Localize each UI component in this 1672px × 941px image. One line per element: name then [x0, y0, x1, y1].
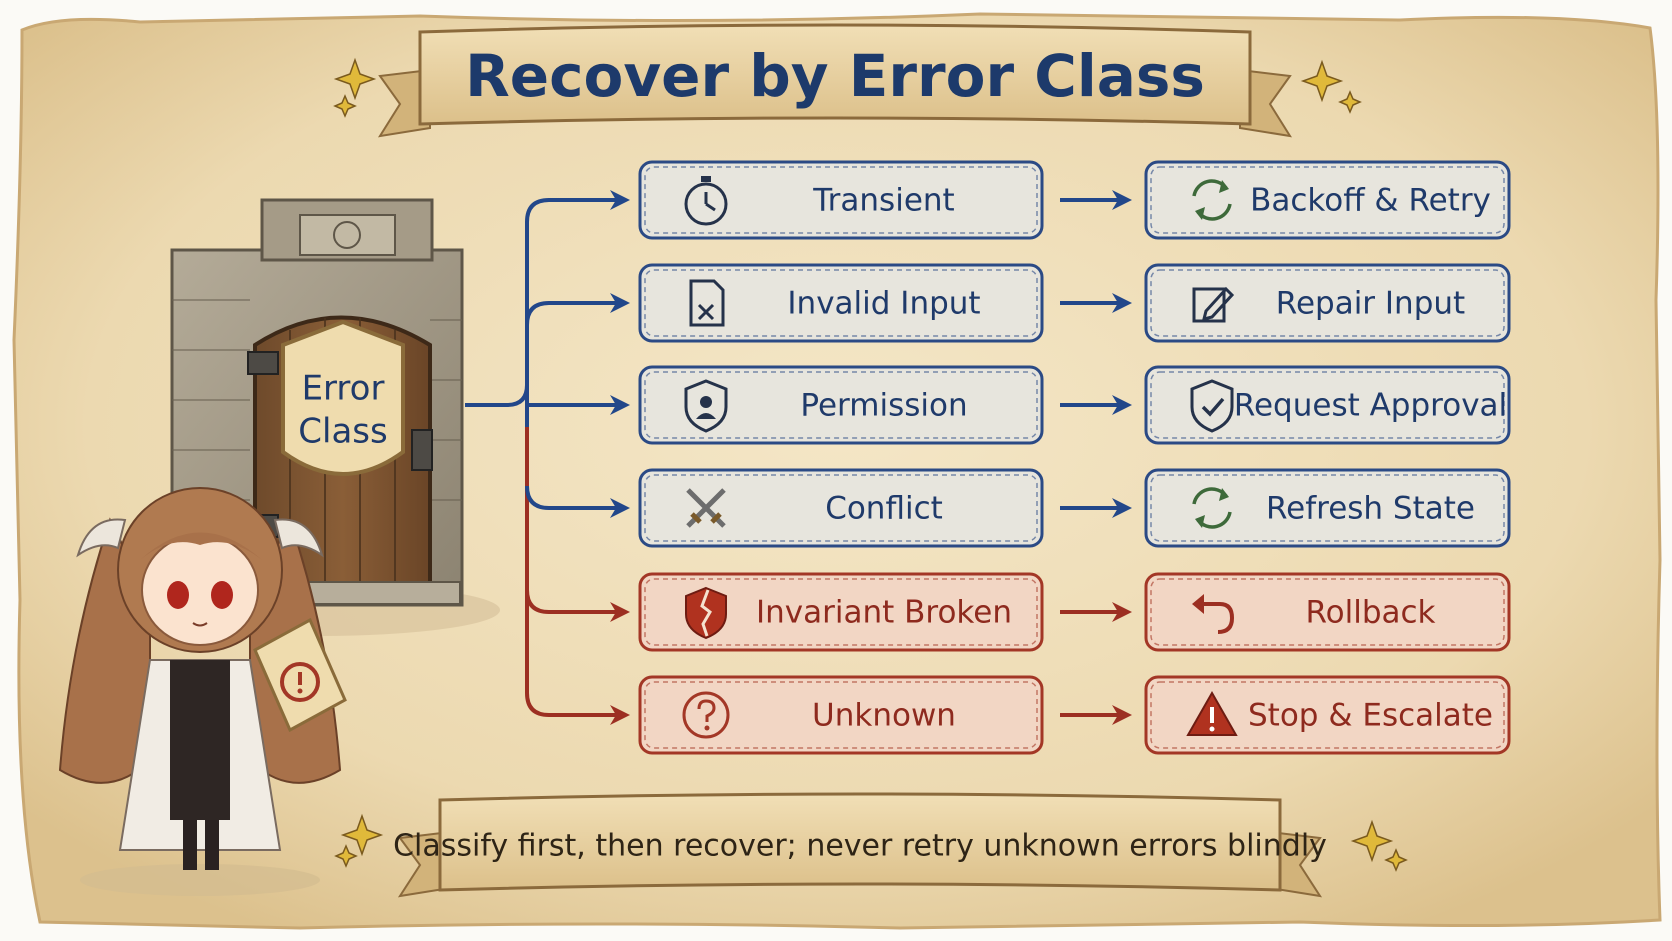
error-class-node-1: Invalid Input	[638, 263, 1044, 343]
recovery-action-node-4: Rollback	[1144, 572, 1511, 652]
error-class-node-1-label: Invalid Input	[787, 286, 980, 322]
error-class-node-4-label: Invariant Broken	[756, 595, 1012, 631]
error-class-node-2: Permission	[638, 365, 1044, 445]
recovery-action-node-0: Backoff & Retry	[1144, 160, 1511, 240]
recovery-action-node-2: Request Approval	[1144, 365, 1511, 445]
page-title: Recover by Error Class	[465, 42, 1205, 110]
stopwatch-icon	[684, 176, 728, 226]
sparkle-icons	[333, 57, 1408, 872]
error-class-node-2-box	[638, 365, 1044, 445]
error-class-node-0-label: Transient	[812, 183, 954, 219]
error-class-node-0: Transient	[638, 160, 1044, 240]
branch-arrow-0	[525, 190, 630, 223]
error-class-node-4: Invariant Broken	[638, 572, 1044, 652]
error-class-node-5-label: Unknown	[812, 698, 956, 734]
character-illustration	[58, 487, 347, 896]
edit-pencil-icon	[1192, 286, 1235, 323]
error-class-node-4-box	[638, 572, 1044, 652]
source-node-line2: Class	[298, 412, 387, 452]
recovery-action-node-2-box	[1144, 365, 1511, 445]
warning-triangle-icon	[1186, 690, 1238, 736]
recovery-action-node-4-box	[1144, 572, 1511, 652]
recovery-action-node-5-label: Stop & Escalate	[1248, 698, 1493, 734]
shield-user-icon	[684, 379, 728, 433]
branch-arrow-1	[525, 293, 630, 326]
question-circle-icon	[682, 691, 730, 739]
footer-caption: Classify first, then recover; never retr…	[393, 829, 1327, 864]
document-x-icon	[689, 279, 725, 327]
error-class-node-3-label: Conflict	[825, 491, 943, 527]
error-class-node-2-label: Permission	[800, 388, 967, 424]
error-class-node-3-box	[638, 468, 1044, 548]
recovery-action-node-4-label: Rollback	[1305, 595, 1435, 631]
undo-arrow-icon	[1192, 594, 1235, 634]
recovery-action-node-3: Refresh State	[1144, 468, 1511, 548]
recovery-action-node-2-label: Request Approval	[1234, 388, 1507, 424]
recovery-action-node-3-label: Refresh State	[1266, 491, 1475, 527]
error-class-node-1-box	[638, 263, 1044, 343]
recovery-action-node-5-box	[1144, 675, 1511, 755]
error-class-node-5: Unknown	[638, 675, 1044, 755]
refresh-cycle-icon	[1192, 179, 1232, 221]
refresh-cycle-icon	[1192, 487, 1232, 529]
recovery-action-node-1-label: Repair Input	[1276, 286, 1465, 322]
footer-banner	[397, 792, 1323, 898]
recovery-action-node-1-box	[1144, 263, 1511, 343]
error-class-node-3: Conflict	[638, 468, 1044, 548]
source-node-line1: Error	[302, 369, 385, 409]
error-class-node-5-box	[638, 675, 1044, 755]
recovery-action-node-0-box	[1144, 160, 1511, 240]
error-class-node-0-box	[638, 160, 1044, 240]
branch-arrow-4	[525, 589, 630, 622]
branch-arrow-3	[525, 485, 630, 518]
recovery-action-node-0-label: Backoff & Retry	[1250, 183, 1491, 219]
broken-shield-icon	[685, 586, 727, 640]
recovery-action-node-1: Repair Input	[1144, 263, 1511, 343]
recovery-action-node-3-box	[1144, 468, 1511, 548]
crossed-swords-icon	[686, 488, 726, 528]
title-banner	[377, 23, 1293, 138]
recovery-action-node-5: Stop & Escalate	[1144, 675, 1511, 755]
shield-check-icon	[1190, 379, 1234, 433]
connector-layer	[465, 190, 1132, 725]
branch-arrow-5	[525, 692, 630, 725]
